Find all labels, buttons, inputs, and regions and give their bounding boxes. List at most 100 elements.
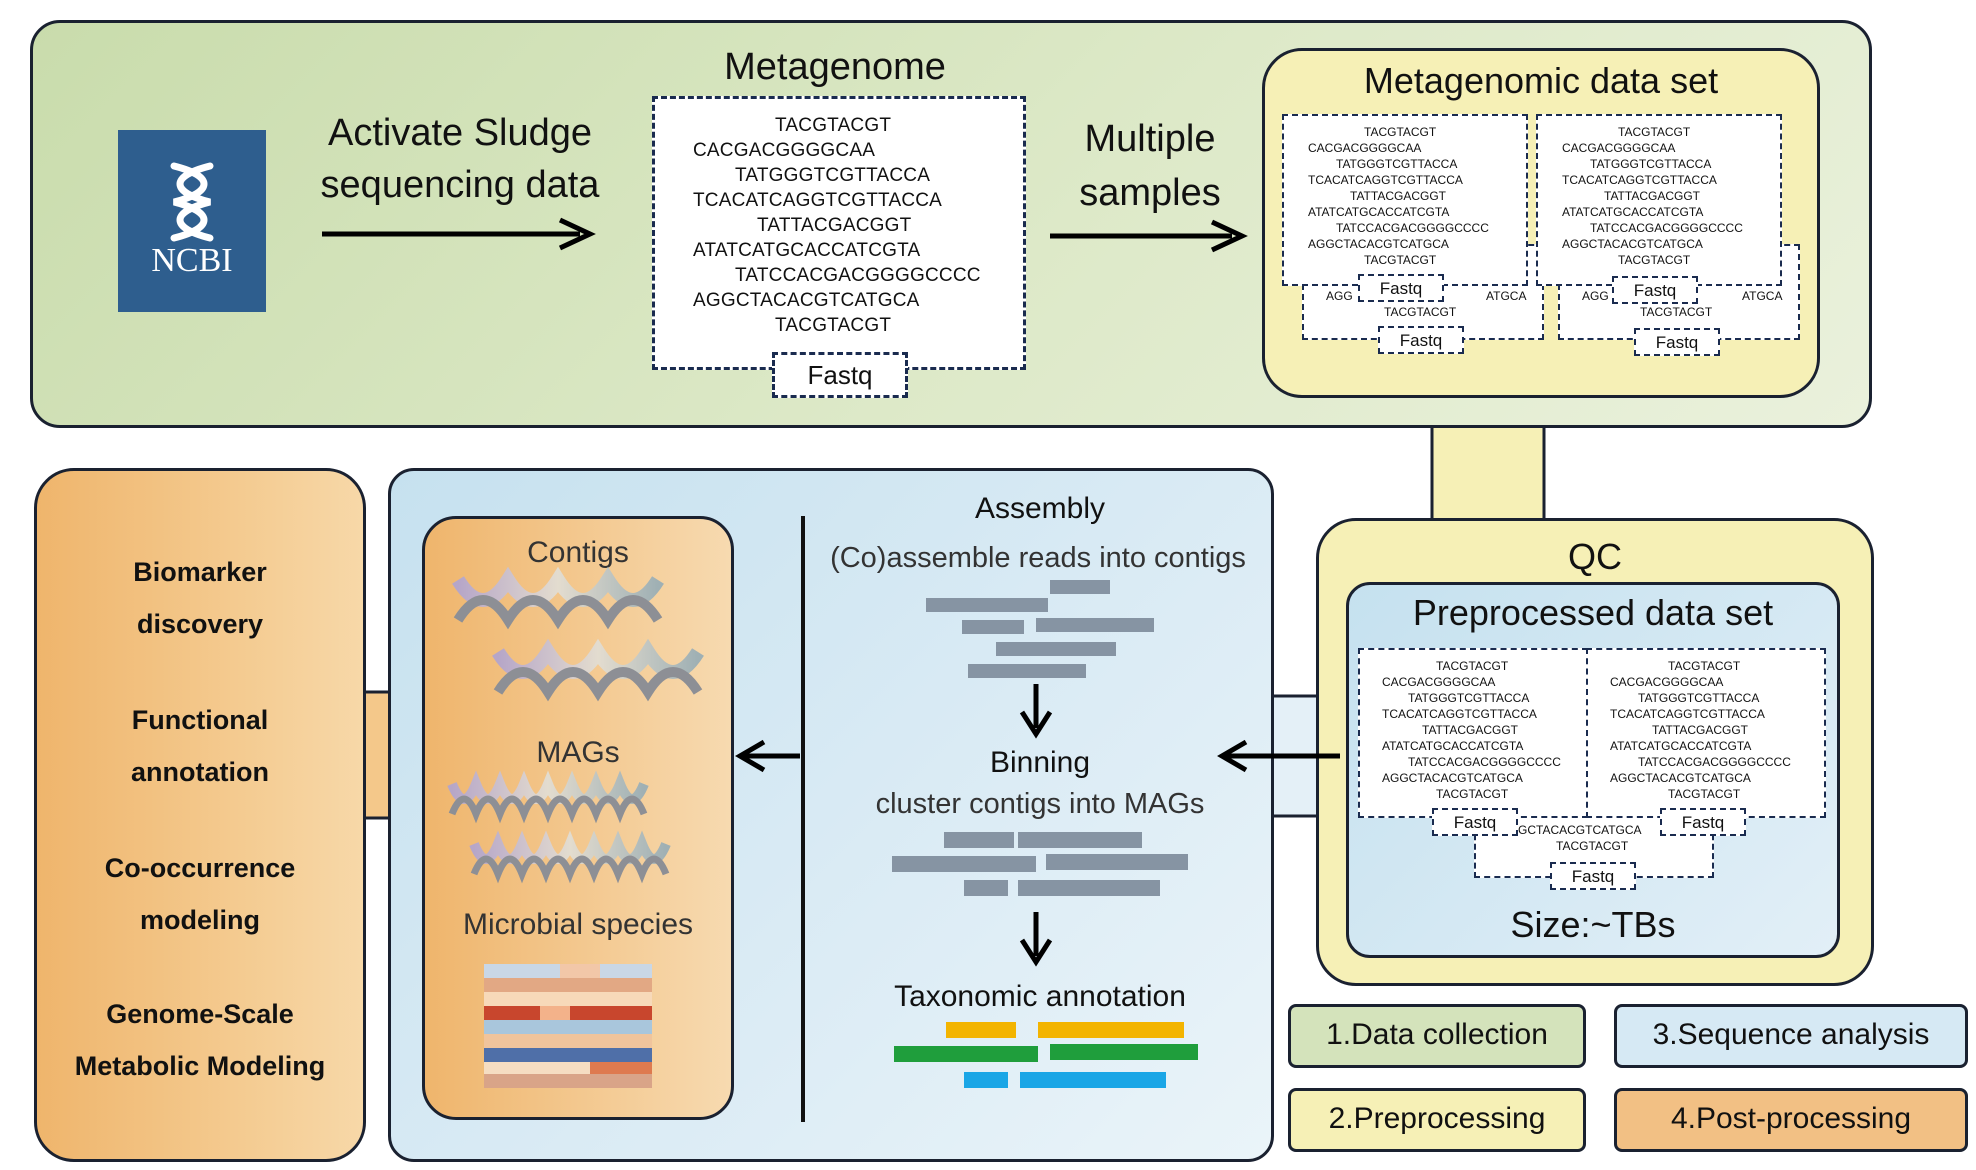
seq-line: TATCCACGACGGGGCCCC <box>1408 755 1561 769</box>
assembly-desc: (Co)assemble reads into contigs <box>830 542 1246 574</box>
taxonomic-title: Taxonomic annotation <box>894 980 1186 1013</box>
taxonomic-bars <box>894 1022 1198 1088</box>
metagenomic-dataset-title: Metagenomic data set <box>1363 60 1719 101</box>
seq-line: TATTACGACGGT <box>1604 189 1700 203</box>
binning-contigs <box>892 832 1188 896</box>
arrow-metagenome-to-dataset <box>1050 219 1248 253</box>
seq-line: TATGGGTCGTTACCA <box>1408 691 1530 705</box>
seq-line: TACGTACGT <box>1384 305 1457 319</box>
metagenome-fastq-tag: Fastq <box>772 352 908 398</box>
seq-line: CACGACGGGGCAA <box>1562 141 1676 155</box>
seq-line: TACGTACGT <box>775 115 892 136</box>
source-label-line1: Activate Sludge <box>327 112 593 154</box>
preprocessed-box-right: TACGTACGT CACGACGGGGCAA TATGGGTCGTTACCA … <box>1586 648 1826 818</box>
section-divider <box>801 516 805 1122</box>
seq-line: TCACATCAGGTCGTTACCA <box>1562 173 1717 187</box>
seq-line: TACGTACGT <box>1618 125 1691 139</box>
legend-sequence-analysis: 3.Sequence analysis <box>1614 1004 1968 1068</box>
contig-bar <box>1046 854 1188 870</box>
seq-line: CACGACGGGGCAA <box>1382 675 1496 689</box>
preprocessed-box-left: TACGTACGT CACGACGGGGCAA TATGGGTCGTTACCA … <box>1358 648 1588 818</box>
species-label: Microbial species <box>462 908 694 941</box>
seq-line: TACGTACGT <box>775 315 892 336</box>
functional-annotation-line2: annotation <box>131 757 269 787</box>
seq-line: ATATCATGCACCATCGTA <box>1610 739 1752 753</box>
dataset-fastq-tag: Fastq <box>1358 274 1444 302</box>
read-bar <box>1036 618 1154 632</box>
legend-post-processing: 4.Post-processing <box>1614 1088 1968 1152</box>
multiple-label-line1: Multiple <box>1084 118 1216 160</box>
seq-line: TACGTACGT <box>1436 787 1509 801</box>
preprocessed-fastq-tag: Fastq <box>1660 808 1746 836</box>
seq-line: TATTACGACGGT <box>1350 189 1446 203</box>
seq-line: AGGCTACACGTCATGCA <box>693 290 920 311</box>
tax-bar-blue <box>964 1072 1008 1088</box>
seq-line: AGGCTACACGTCATGCA <box>1308 237 1449 251</box>
read-bar <box>996 642 1116 656</box>
co-occurrence-modeling-line1: Co-occurrence <box>104 853 296 883</box>
tax-bar-green <box>894 1046 1038 1062</box>
seq-line: TCACATCAGGTCGTTACCA <box>1610 707 1765 721</box>
species-heatmap-icon <box>484 964 652 1088</box>
seq-line: TATCCACGACGGGGCCCC <box>1590 221 1743 235</box>
seq-line: ATGCA <box>1742 289 1783 303</box>
seq-line: AGGCTACACGTCATGCA <box>1382 771 1523 785</box>
seq-line: CACGACGGGGCAA <box>1308 141 1422 155</box>
seq-line: ATGCA <box>1486 289 1527 303</box>
preprocessed-fastq-tag: Fastq <box>1432 808 1518 836</box>
dataset-fastq-tag: Fastq <box>1378 326 1464 354</box>
read-bar <box>926 598 1048 612</box>
tax-bar-blue <box>1020 1072 1166 1088</box>
seq-line: TATTACGACGGT <box>757 215 912 236</box>
seq-line: GCTACACGTCATGCA <box>1518 823 1642 837</box>
seq-line: TACGTACGT <box>1618 253 1691 267</box>
tax-bar-yellow <box>946 1022 1016 1038</box>
mag-dna-icon <box>469 830 671 884</box>
size-label: Size:~TBs <box>1510 904 1676 945</box>
assembly-title: Assembly <box>974 492 1106 525</box>
seq-line: TACGTACGT <box>1668 659 1741 673</box>
contig-bar <box>892 856 1036 872</box>
seq-line: CACGACGGGGCAA <box>693 140 876 161</box>
dataset-front-box-left: TACGTACGT CACGACGGGGCAA TATGGGTCGTTACCA … <box>1282 114 1528 286</box>
left-arrow-icon <box>735 739 800 773</box>
arrow-source-to-metagenome <box>322 217 596 251</box>
seq-line: TACGTACGT <box>1364 253 1437 267</box>
ncbi-logo-text: NCBI <box>151 242 233 279</box>
seq-line: TATGGGTCGTTACCA <box>1590 157 1712 171</box>
seq-line: TATCCACGACGGGGCCCC <box>735 265 981 286</box>
contig-dna-icon <box>492 638 704 702</box>
seq-line: TACGTACGT <box>1364 125 1437 139</box>
co-occurrence-modeling-line2: modeling <box>140 905 260 935</box>
tax-bar-green <box>1050 1044 1198 1060</box>
seq-line: ATATCATGCACCATCGTA <box>1308 205 1450 219</box>
seq-line: TATTACGACGGT <box>1422 723 1518 737</box>
seq-line: AGGCTACACGTCATGCA <box>1562 237 1703 251</box>
seq-line: ATATCATGCACCATCGTA <box>693 240 921 261</box>
read-bar <box>962 620 1024 634</box>
genome-scale-modeling-line2: Metabolic Modeling <box>74 1051 326 1081</box>
seq-line: TACGTACGT <box>1436 659 1509 673</box>
functional-annotation-line1: Functional <box>131 705 269 735</box>
mags-label: MAGs <box>536 736 620 769</box>
down-arrow-icon <box>1019 912 1053 967</box>
seq-line: AGGCTACACGTCATGCA <box>1610 771 1751 785</box>
metagenome-sequence-box: TACGTACGT CACGACGGGGCAA TATGGGTCGTTACCA … <box>652 96 1026 370</box>
ncbi-logo: NCBI <box>118 130 266 312</box>
tax-bar-yellow <box>1038 1022 1184 1038</box>
contig-bar <box>964 880 1008 896</box>
seq-line: TATGGGTCGTTACCA <box>1336 157 1458 171</box>
dataset-front-box-right: TACGTACGT CACGACGGGGCAA TATGGGTCGTTACCA … <box>1536 114 1782 286</box>
post-processing-panel <box>34 468 366 1162</box>
seq-line: AGG <box>1326 289 1353 303</box>
seq-line: TACGTACGT <box>1668 787 1741 801</box>
preprocessed-dataset-title: Preprocessed data set <box>1412 592 1774 633</box>
dataset-fastq-tag: Fastq <box>1612 276 1698 304</box>
seq-line: AGG <box>1582 289 1609 303</box>
seq-line: TATTACGACGGT <box>1652 723 1748 737</box>
mag-dna-icon <box>447 770 649 824</box>
contigs-label: Contigs <box>527 536 629 569</box>
seq-line: TACGTACGT <box>1640 305 1713 319</box>
